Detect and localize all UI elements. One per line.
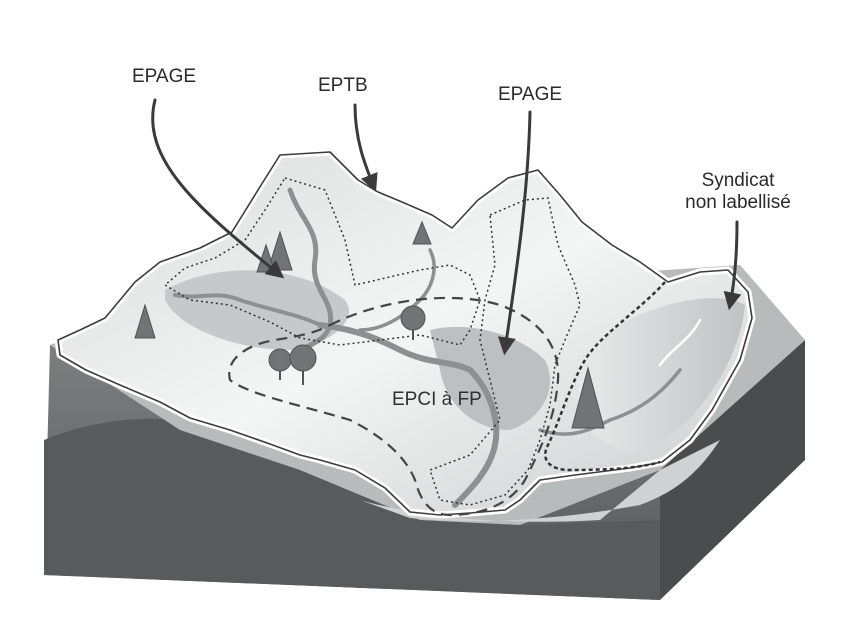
arrow-epage-left [151,98,285,279]
label-epage-right: EPAGE [498,84,563,105]
territory-boundaries [163,177,666,517]
label-epage-left: EPAGE [132,66,197,87]
epage-boundary-right [429,197,581,506]
conifer-tree-icon [134,303,156,339]
deciduous-tree-icon [289,344,317,372]
label-epci: EPCI à FP [392,389,482,410]
arrow-syndicat [723,220,742,311]
deciduous-tree-icon [400,305,426,331]
block-side-face [660,340,805,600]
valley-floor [360,440,720,522]
label-arrows [151,98,742,356]
massif-outline [57,151,753,516]
label-eptb: EPTB [318,75,368,96]
conifer-tree-icon [571,366,605,429]
block-front-hill [44,418,660,600]
arrow-eptb [353,103,378,192]
deciduous-tree-icon [268,348,292,372]
arrow-epage-right [497,110,532,356]
epage-boundary-left [163,177,481,346]
epci-boundary [228,296,560,517]
valley-shade-right [578,298,745,451]
valley-shade-left [165,270,349,350]
syndicat-boundary [544,281,666,472]
label-syndicat: Syndicat non labellisé [668,170,808,214]
label-syndicat-line1: Syndicat [701,170,775,191]
label-syndicat-line2: non labellisé [685,192,791,213]
conifer-tree-icon [412,220,432,245]
